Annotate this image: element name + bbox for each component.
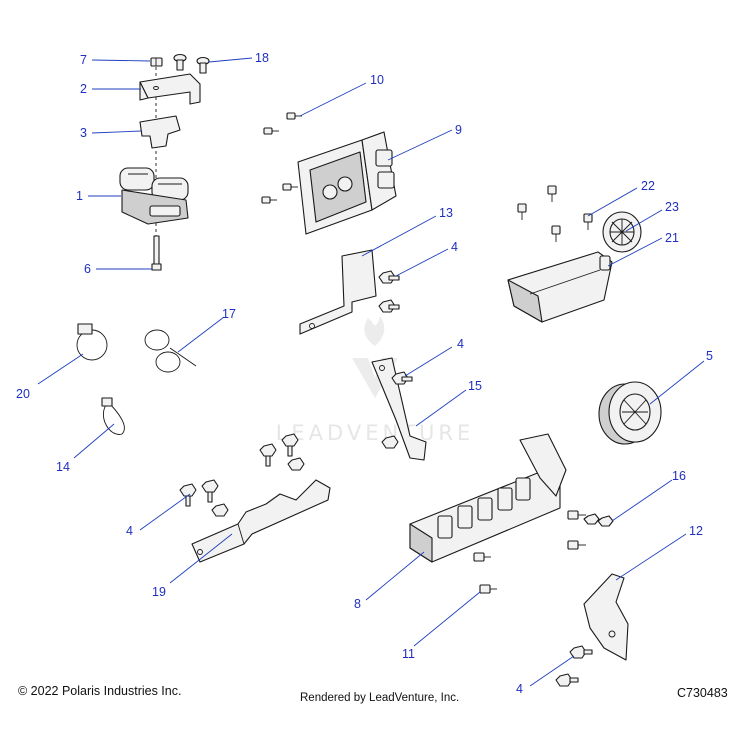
part-7-nut[interactable] <box>150 57 163 67</box>
callout-20[interactable]: 20 <box>16 387 30 401</box>
callout-21[interactable]: 21 <box>665 231 679 245</box>
callout-11[interactable]: 11 <box>402 647 415 661</box>
part-20-clamp[interactable] <box>76 323 108 361</box>
callout-5[interactable]: 5 <box>706 349 713 363</box>
callout-18[interactable]: 18 <box>255 51 269 65</box>
part-4-bolts-upper[interactable] <box>378 270 400 313</box>
part-17-cable-ties[interactable] <box>144 329 197 373</box>
callout-4-lower-right[interactable]: 4 <box>516 682 523 696</box>
callout-12[interactable]: 12 <box>689 524 703 538</box>
callout-6[interactable]: 6 <box>84 262 91 276</box>
part-4-bolts-lower-left[interactable] <box>179 433 305 517</box>
callout-4-upper[interactable]: 4 <box>451 240 458 254</box>
watermark-text: LEADVENTURE <box>276 421 475 445</box>
part-1-ignition-coil[interactable] <box>119 167 189 225</box>
part-3-spacer[interactable] <box>139 115 181 149</box>
callouts: 7 18 2 3 1 6 10 9 13 4 22 23 21 17 20 4 <box>16 51 713 696</box>
part-10-screws[interactable] <box>261 112 302 204</box>
part-8-harness-connector[interactable] <box>409 433 567 563</box>
callout-9[interactable]: 9 <box>455 123 462 137</box>
part-11-screws[interactable] <box>473 552 497 594</box>
part-21-module[interactable] <box>507 251 613 323</box>
callout-19[interactable]: 19 <box>152 585 166 599</box>
callout-17[interactable]: 17 <box>222 307 236 321</box>
watermark: LEADVENTURE <box>276 316 475 445</box>
part-12-bracket[interactable] <box>583 573 629 661</box>
callout-22[interactable]: 22 <box>641 179 655 193</box>
callout-16[interactable]: 16 <box>672 469 686 483</box>
callout-14[interactable]: 14 <box>56 460 70 474</box>
part-4-bolts-mid[interactable] <box>381 371 413 449</box>
part-16-bolts[interactable] <box>567 510 614 550</box>
callout-15[interactable]: 15 <box>468 379 482 393</box>
part-13-bracket[interactable] <box>299 249 377 335</box>
callout-10[interactable]: 10 <box>370 73 384 87</box>
part-4-bolts-lower-right[interactable] <box>555 645 593 687</box>
part-15-bracket[interactable] <box>371 357 427 461</box>
callout-2[interactable]: 2 <box>80 82 87 96</box>
part-19-bracket[interactable] <box>191 479 331 563</box>
callout-4-lower-left[interactable]: 4 <box>126 524 133 538</box>
part-23-grommet[interactable] <box>602 211 642 253</box>
rendered-by-text: Rendered by LeadVenture, Inc. <box>300 692 460 704</box>
part-22-screws[interactable] <box>517 185 593 242</box>
part-14-strap[interactable] <box>101 397 125 435</box>
callout-1[interactable]: 1 <box>76 189 83 203</box>
callout-23[interactable]: 23 <box>665 200 679 214</box>
part-9-ecu[interactable] <box>297 131 397 235</box>
copyright-text: © 2022 Polaris Industries Inc. <box>18 684 182 698</box>
part-5-grommet-large[interactable] <box>598 381 662 445</box>
callout-8[interactable]: 8 <box>354 597 361 611</box>
part-2-bracket[interactable] <box>139 73 201 105</box>
callout-7[interactable]: 7 <box>80 53 87 67</box>
part-6-bolt[interactable] <box>151 235 162 271</box>
part-18-screws[interactable] <box>173 53 210 74</box>
callout-13[interactable]: 13 <box>439 206 453 220</box>
diagram-code: C730483 <box>677 686 728 700</box>
callout-4-mid[interactable]: 4 <box>457 337 464 351</box>
callout-3[interactable]: 3 <box>80 126 87 140</box>
